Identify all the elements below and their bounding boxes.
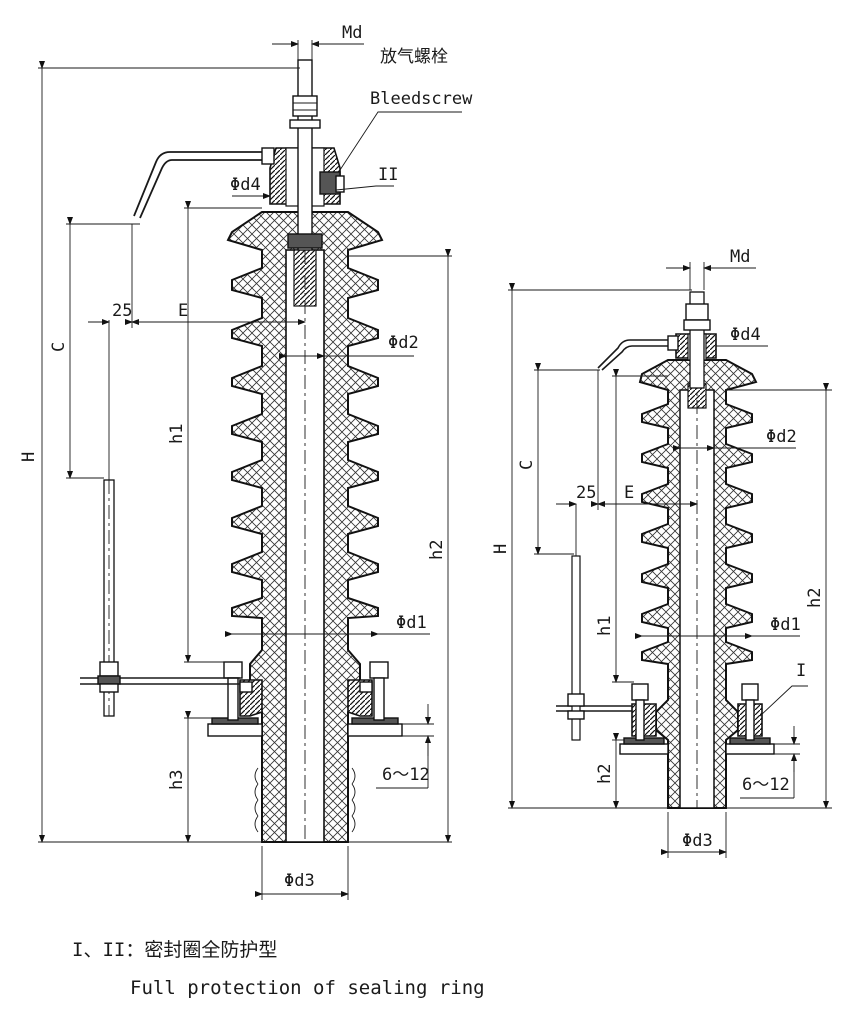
left-terminal-rod bbox=[297, 59, 313, 251]
label-e-right: E bbox=[624, 483, 634, 503]
label-e-left: E bbox=[178, 301, 188, 321]
label-d2-left: Φd2 bbox=[388, 333, 419, 353]
left-lift-arm bbox=[80, 479, 240, 717]
label-d3-right: Φd3 bbox=[682, 831, 713, 851]
left-bottom-ribs bbox=[254, 767, 356, 833]
right-bushing bbox=[556, 291, 775, 809]
label-h2-right: h2 bbox=[805, 588, 825, 608]
notes: I、II：密封圈全防护型 Full protection of sealing … bbox=[72, 939, 485, 999]
label-h1-left: h1 bbox=[167, 424, 187, 444]
label-md-right: Md bbox=[730, 247, 750, 267]
label-h2-left: h2 bbox=[427, 540, 447, 560]
label-c-right: C bbox=[517, 460, 537, 470]
label-d4-right: Φd4 bbox=[730, 325, 761, 345]
label-d1-right: Φd1 bbox=[770, 615, 801, 635]
right-labels: Md Φd4 Φd2 Φd1 Φd3 25 E 6～12 I C H h1 h2… bbox=[491, 247, 825, 851]
label-d2-right: Φd2 bbox=[766, 427, 797, 447]
right-dimensions bbox=[508, 262, 832, 858]
label-d3-left: Φd3 bbox=[284, 871, 315, 891]
label-h2-small-right: h2 bbox=[595, 764, 615, 784]
right-lift-arm bbox=[556, 555, 632, 741]
label-h1-right: h1 bbox=[595, 616, 615, 636]
label-roman-2: II bbox=[378, 165, 398, 185]
label-25-left: 25 bbox=[112, 301, 132, 321]
left-bushing bbox=[80, 59, 403, 843]
label-h-right: H bbox=[491, 544, 511, 554]
left-labels: Md 放气螺栓 Bleedscrew II Φd4 Φd2 Φd1 Φd3 25… bbox=[19, 23, 473, 891]
left-top-nut bbox=[292, 95, 318, 117]
label-c-left: C bbox=[49, 342, 69, 352]
note-line-1: I、II：密封圈全防护型 bbox=[72, 939, 277, 961]
right-flange bbox=[619, 683, 775, 755]
label-d1-left: Φd1 bbox=[396, 613, 427, 633]
label-md-left: Md bbox=[342, 23, 362, 43]
left-bleed-pipe bbox=[133, 151, 272, 217]
note-line-2: Full protection of sealing ring bbox=[130, 977, 485, 999]
label-gap-left: 6～12 bbox=[382, 765, 430, 785]
label-gap-right: 6～12 bbox=[742, 775, 790, 795]
label-25-right: 25 bbox=[576, 483, 596, 503]
label-h3-left: h3 bbox=[167, 770, 187, 790]
label-roman-1: I bbox=[796, 661, 806, 681]
label-h-left: H bbox=[19, 452, 39, 462]
label-bleedscrew-en: Bleedscrew bbox=[370, 89, 473, 109]
label-bleedscrew-cn: 放气螺栓 bbox=[380, 47, 448, 67]
label-d4-left: Φd4 bbox=[230, 175, 261, 195]
left-dimensions bbox=[38, 40, 462, 900]
